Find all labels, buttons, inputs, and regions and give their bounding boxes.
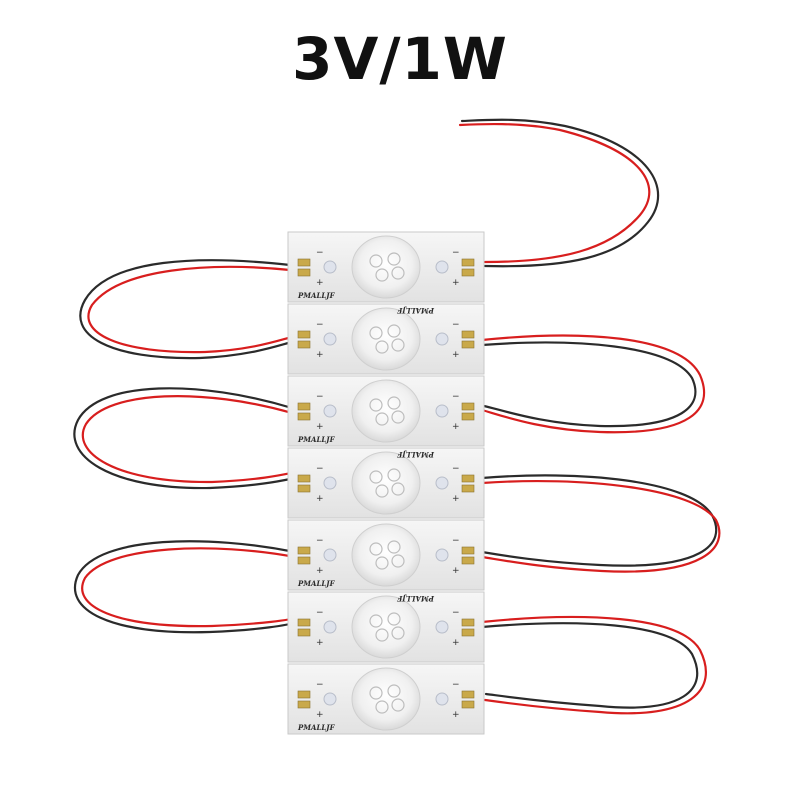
led-strip-board: − + − + PMALLJF (287, 375, 485, 447)
polarity-mark: − (316, 392, 324, 402)
side-led (323, 332, 337, 346)
side-led (435, 548, 449, 562)
led-strip-board: − + − + PMALLJF (287, 447, 485, 519)
solder-pad (461, 330, 475, 339)
strip-label: PMALLJF (396, 450, 435, 459)
solder-pad (297, 700, 311, 709)
polarity-mark: − (452, 536, 460, 546)
side-led (323, 476, 337, 490)
side-led (435, 692, 449, 706)
wire-group (73, 118, 721, 715)
led-strips: − + − + PMALLJF − + − + PMALLJF − + − + PMALLJF − + − + PMA… (287, 231, 485, 735)
side-led (323, 260, 337, 274)
polarity-mark: − (316, 536, 324, 546)
polarity-mark: + (452, 710, 460, 720)
side-led (323, 548, 337, 562)
polarity-mark: + (316, 278, 324, 288)
solder-pad (297, 546, 311, 555)
solder-pad (297, 556, 311, 565)
polarity-mark: − (316, 248, 324, 258)
polarity-mark: + (316, 566, 324, 576)
solder-pad (461, 546, 475, 555)
side-led (435, 260, 449, 274)
polarity-mark: − (316, 320, 324, 330)
led-lens (351, 379, 421, 443)
solder-pad (297, 412, 311, 421)
polarity-mark: + (452, 638, 460, 648)
strip-label: PMALLJF (297, 291, 336, 300)
solder-pad (461, 474, 475, 483)
strip-label: PMALLJF (297, 435, 336, 444)
led-strip-board: − + − + PMALLJF (287, 303, 485, 375)
polarity-mark: + (452, 566, 460, 576)
polarity-mark: + (452, 422, 460, 432)
side-led (435, 332, 449, 346)
solder-pad (461, 618, 475, 627)
led-lens (351, 523, 421, 587)
solder-pad (461, 556, 475, 565)
polarity-mark: − (452, 320, 460, 330)
solder-pad (461, 268, 475, 277)
solder-pad (297, 402, 311, 411)
led-strip-board: − + − + PMALLJF (287, 591, 485, 663)
led-lens (351, 307, 421, 371)
led-strip-board: − + − + PMALLJF (287, 519, 485, 591)
solder-pad (461, 484, 475, 493)
polarity-mark: − (452, 248, 460, 258)
led-strip-board: − + − + PMALLJF (287, 663, 485, 735)
polarity-mark: + (452, 350, 460, 360)
polarity-mark: + (316, 494, 324, 504)
side-led (323, 404, 337, 418)
solder-pad (297, 330, 311, 339)
strip-label: PMALLJF (297, 723, 336, 732)
solder-pad (461, 340, 475, 349)
solder-pad (297, 628, 311, 637)
led-strip-board: − + − + PMALLJF (287, 231, 485, 303)
polarity-mark: − (452, 392, 460, 402)
led-lens (351, 451, 421, 515)
polarity-mark: + (452, 494, 460, 504)
led-lens (351, 595, 421, 659)
led-lens (351, 667, 421, 731)
polarity-mark: + (316, 638, 324, 648)
side-led (435, 476, 449, 490)
polarity-mark: − (316, 680, 324, 690)
side-led (435, 404, 449, 418)
solder-pad (297, 474, 311, 483)
lead-wire-black (460, 118, 659, 268)
solder-pad (461, 690, 475, 699)
side-led (435, 620, 449, 634)
solder-pad (297, 258, 311, 267)
polarity-mark: − (452, 464, 460, 474)
solder-pad (297, 484, 311, 493)
polarity-mark: − (316, 464, 324, 474)
polarity-mark: + (316, 422, 324, 432)
strip-label: PMALLJF (396, 594, 435, 603)
polarity-mark: + (452, 278, 460, 288)
led-lens (351, 235, 421, 299)
solder-pad (297, 340, 311, 349)
solder-pad (297, 618, 311, 627)
side-led (323, 620, 337, 634)
polarity-mark: − (316, 608, 324, 618)
strip-label: PMALLJF (297, 579, 336, 588)
solder-pad (461, 412, 475, 421)
solder-pad (297, 268, 311, 277)
solder-pad (461, 628, 475, 637)
side-led (323, 692, 337, 706)
polarity-mark: − (452, 680, 460, 690)
lead-wire-red (458, 122, 651, 264)
solder-pad (461, 402, 475, 411)
polarity-mark: + (316, 350, 324, 360)
solder-pad (297, 690, 311, 699)
product-title: 3V/1W (292, 25, 508, 93)
polarity-mark: + (316, 710, 324, 720)
polarity-mark: − (452, 608, 460, 618)
solder-pad (461, 258, 475, 267)
strip-label: PMALLJF (396, 306, 435, 315)
solder-pad (461, 700, 475, 709)
